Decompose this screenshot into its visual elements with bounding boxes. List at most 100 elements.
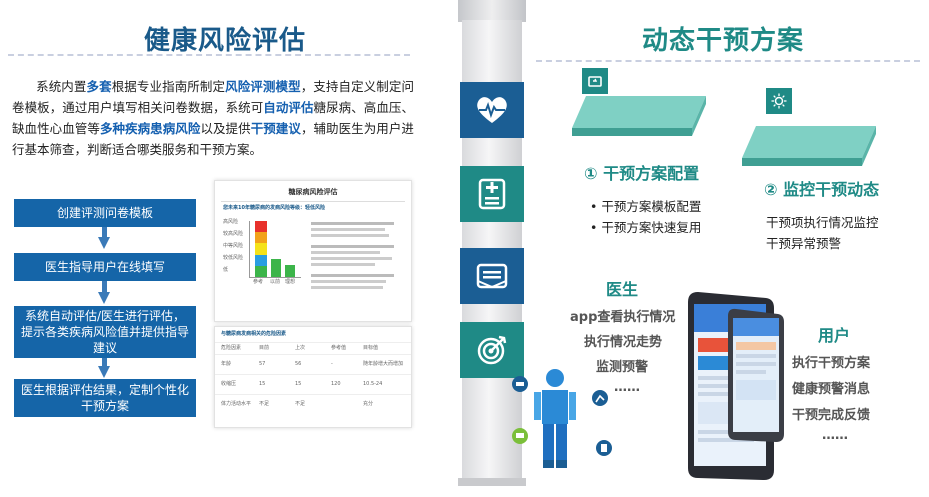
user-item: 执行干预方案 [792, 356, 871, 371]
food-icon [512, 376, 528, 392]
flow-arrow [102, 227, 107, 237]
table-cell: 56 [295, 361, 302, 367]
doctor-label: 医生 [606, 280, 639, 299]
right-divider [536, 60, 920, 62]
para-highlight: 风险评测模型 [225, 79, 301, 94]
para-highlight: 自动评估 [263, 100, 314, 115]
doctor-item: …… [614, 380, 640, 395]
heart-pulse-icon [477, 97, 507, 123]
para-highlight: 多套 [86, 79, 112, 94]
table-row: 体力活动水平 不足 不足 充分 [215, 394, 411, 414]
intro-paragraph: 系统内置多套根据专业指南所制定风险评测模型，支持自定义制定问卷模板，通过用户填写… [12, 76, 414, 160]
user-item: 健康预警消息 [792, 382, 871, 397]
risk-factor-table: 与糖尿病发病相关的危险因素 危险因素 目前 上次 参考值 目标值 年龄 57 5… [214, 326, 412, 428]
flow-arrow [98, 292, 110, 304]
plan-config-item: • 干预方案快速复用 [590, 220, 702, 235]
level-label: 中等风险 [223, 243, 244, 249]
monitor-item: 干预异常预警 [766, 236, 842, 251]
para-highlight: 干预建议 [250, 121, 301, 136]
flow-step-2: 医生指导用户在线填写 [14, 253, 196, 281]
doctor-item: 执行情况走势 [584, 335, 663, 350]
para-text: ，支持自定义制定问卷模板，通过用户填写相关问卷数据，系统可 [12, 79, 414, 115]
table-header-cell: 目前 [259, 345, 270, 351]
table-cell: 57 [259, 361, 266, 367]
monitor-heading: ② 监控干预动态 [764, 180, 880, 199]
table-cell: 体力活动水平 [221, 401, 252, 407]
user-label: 用户 [818, 326, 851, 345]
table-cell: 随年龄增大而增加 [363, 361, 404, 367]
table-cell: 年龄 [221, 361, 232, 367]
level-label: 较高风险 [223, 231, 244, 237]
monitor-slab [742, 126, 876, 166]
table-header-cell: 危险因素 [221, 345, 242, 351]
doctor-item: app查看执行情况 [570, 310, 676, 325]
table-header-cell: 目标值 [363, 345, 379, 351]
table-cell: 10.5-24 [363, 381, 383, 387]
user-item: …… [822, 428, 848, 443]
tower-cap [458, 0, 526, 22]
flow-arrow [102, 281, 107, 293]
running-icon [592, 390, 608, 406]
level-label: 高风险 [223, 219, 239, 225]
para-text: 系统内置 [36, 79, 87, 94]
left-title: 健康风险评估 [144, 26, 307, 56]
plan-config-slab [572, 96, 706, 136]
plan-config-heading: ① 干预方案配置 [584, 164, 700, 183]
target-icon [477, 335, 507, 365]
right-title: 动态干预方案 [642, 26, 805, 56]
flow-step-3: 系统自动评估/医生进行评估，提示各类疾病风险值并提供指导建议 [14, 306, 196, 358]
monitor-icon-badge [766, 88, 792, 114]
flow-arrow [98, 366, 110, 378]
para-text: ，辅助医生为用户进行基本筛查，判断适合哪类服务和干预方案。 [12, 121, 414, 157]
para-text: 根据专业指南所制定 [111, 79, 226, 94]
flow-step-1: 创建评测问卷模板 [14, 199, 196, 227]
table-row: 收缩压 15 15 120 10.5-24 [215, 374, 411, 394]
flow-arrow [98, 237, 110, 249]
chat-icon [512, 428, 528, 444]
report-icon-block [460, 166, 524, 222]
envelope-icon [476, 263, 508, 289]
monitor-item: 干预项执行情况监控 [766, 215, 879, 230]
plan-config-item-text: 干预方案模板配置 [601, 199, 702, 214]
plan-config-item: • 干预方案模板配置 [590, 199, 702, 214]
person-figure [512, 369, 612, 468]
table-cell: - [331, 361, 333, 367]
clipboard-icon [596, 440, 612, 456]
flow-arrow [102, 358, 107, 367]
bar-label: 以前 [270, 279, 281, 285]
target-icon-block [460, 322, 524, 378]
table-cell: 不足 [295, 401, 306, 407]
para-text: 以及提供 [200, 121, 251, 136]
risk-report-page: 糖尿病风险评估 您未来10年糖尿病的发病风险等级：轻低风险 高风险 较高风险 中… [214, 180, 412, 322]
user-item: 干预完成反馈 [792, 408, 871, 423]
tower-base [458, 478, 526, 486]
table-header-cell: 上次 [295, 345, 306, 351]
table-cell: 充分 [363, 401, 374, 407]
report-title: 糖尿病风险评估 [288, 188, 338, 196]
phone-back [728, 308, 784, 442]
table-cell: 15 [295, 381, 302, 387]
risk-bar [271, 259, 281, 277]
report-subtitle: 您未来10年糖尿病的发病风险等级：轻低风险 [223, 205, 325, 211]
table-header: 危险因素 目前 上次 参考值 目标值 [215, 342, 411, 354]
settings-icon [588, 76, 602, 87]
bar-label: 参考 [253, 279, 264, 285]
table-header-cell: 参考值 [331, 345, 347, 351]
report-notes [311, 219, 403, 292]
risk-bar [255, 221, 267, 278]
table-cell: 15 [259, 381, 266, 387]
table-title: 与糖尿病发病相关的危险因素 [221, 331, 287, 337]
bulb-icon [771, 93, 787, 109]
table-cell [331, 401, 363, 408]
doctor-item: 监测预警 [596, 360, 649, 375]
bar-label: 理想 [285, 279, 296, 285]
table-cell: 收缩压 [221, 381, 237, 387]
flow-step-4: 医生根据评估结果，定制个性化干预方案 [14, 379, 196, 417]
para-text: 糖尿病、高血压、缺血性心血管等 [12, 100, 414, 136]
config-icon-badge [582, 68, 608, 94]
table-cell: 不足 [259, 401, 270, 407]
message-icon-block [460, 248, 524, 304]
left-divider [8, 54, 410, 56]
level-label: 较低风险 [223, 255, 244, 261]
risk-bar-chart: 高风险 较高风险 中等风险 较低风险 低 参考 以前 理想 [223, 219, 303, 299]
